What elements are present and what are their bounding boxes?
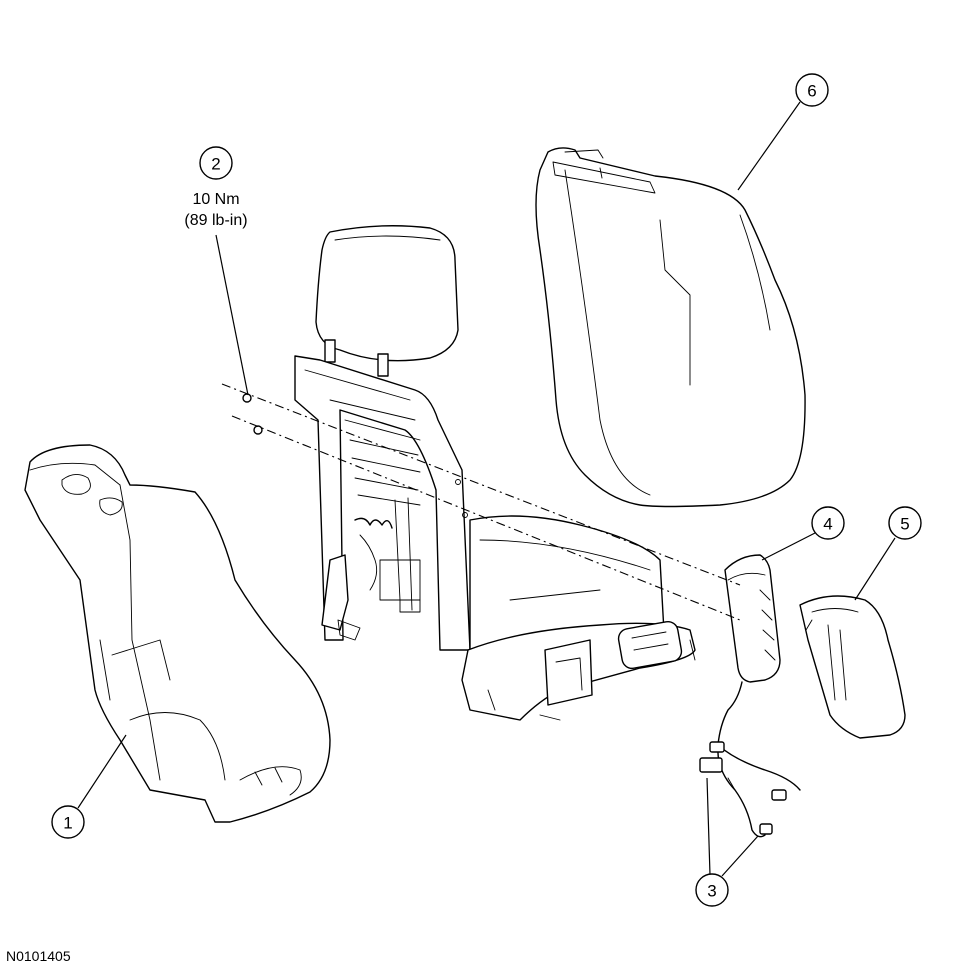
seat-side-trim-panel [799,595,906,739]
callout-1-label: 1 [63,814,72,833]
leader-5 [854,537,896,601]
figure-id: N0101405 [6,948,71,964]
leader-2 [215,234,249,396]
torque-metric: 10 Nm [192,191,239,208]
callout-4-label: 4 [823,515,832,534]
bolt-group [221,383,741,621]
callout-6: 6 [795,73,829,107]
callout-5-label: 5 [900,515,909,534]
callout-4: 4 [811,506,845,540]
leader-3b [721,835,759,877]
leader-3a [706,777,711,876]
side-airbag-module [724,554,781,683]
bolt-lower [253,425,263,435]
callout-1: 1 [51,805,85,839]
bolt-upper [242,393,252,403]
callout-3-label: 3 [707,882,716,901]
callout-2-label: 2 [211,155,220,174]
callout-2: 2 [199,146,233,180]
leader-6 [737,101,801,191]
leader-1 [77,734,127,809]
leader-lines [77,101,896,877]
seat-frame-assembly [294,225,696,721]
torque-imperial: (89 lb-in) [184,212,247,229]
callout-3: 3 [695,873,729,907]
callout-6-label: 6 [807,82,816,101]
seat-back-panel [535,147,806,508]
wiring-harness [699,681,801,838]
leader-4 [761,532,816,561]
callout-5: 5 [888,506,922,540]
centerline-upper [221,383,741,586]
centerline-lower [231,415,741,621]
seat-back-shell [24,444,331,823]
